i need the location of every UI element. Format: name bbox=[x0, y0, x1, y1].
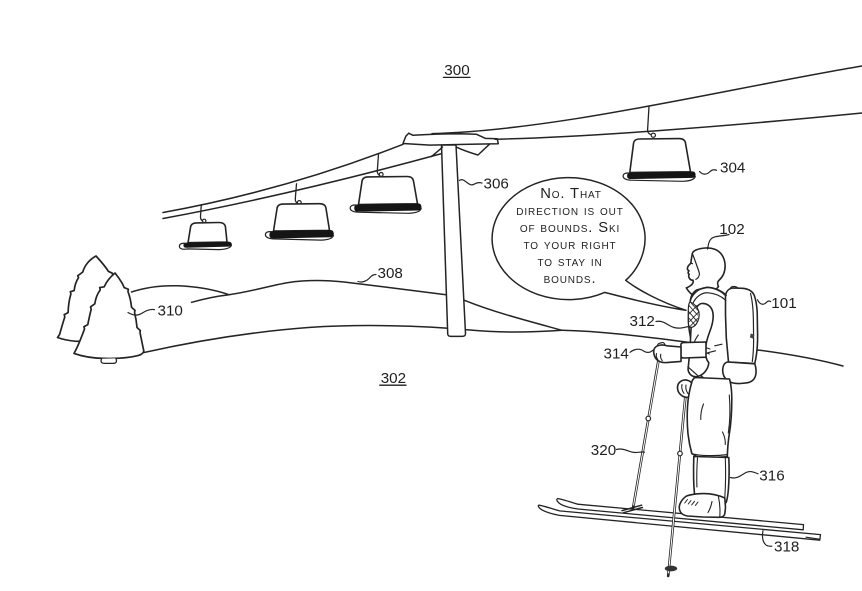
svg-text:306: 306 bbox=[484, 176, 509, 193]
svg-text:318: 318 bbox=[774, 539, 799, 556]
svg-text:302: 302 bbox=[381, 370, 406, 387]
svg-text:314: 314 bbox=[604, 345, 629, 362]
svg-text:316: 316 bbox=[759, 467, 784, 484]
svg-text:to your right: to your right bbox=[524, 237, 617, 253]
svg-text:304: 304 bbox=[720, 159, 745, 176]
svg-text:101: 101 bbox=[771, 295, 796, 312]
svg-text:of bounds. Ski: of bounds. Ski bbox=[520, 220, 620, 236]
svg-text:to stay in: to stay in bbox=[537, 254, 602, 270]
svg-text:320: 320 bbox=[591, 442, 616, 459]
svg-text:300: 300 bbox=[444, 62, 469, 79]
svg-text:312: 312 bbox=[630, 313, 655, 330]
svg-text:102: 102 bbox=[719, 221, 744, 238]
svg-text:310: 310 bbox=[158, 302, 183, 319]
svg-text:direction is out: direction is out bbox=[516, 203, 623, 219]
svg-text:308: 308 bbox=[378, 265, 403, 282]
svg-text:No. That: No. That bbox=[540, 186, 602, 202]
svg-text:bounds.: bounds. bbox=[544, 271, 597, 287]
